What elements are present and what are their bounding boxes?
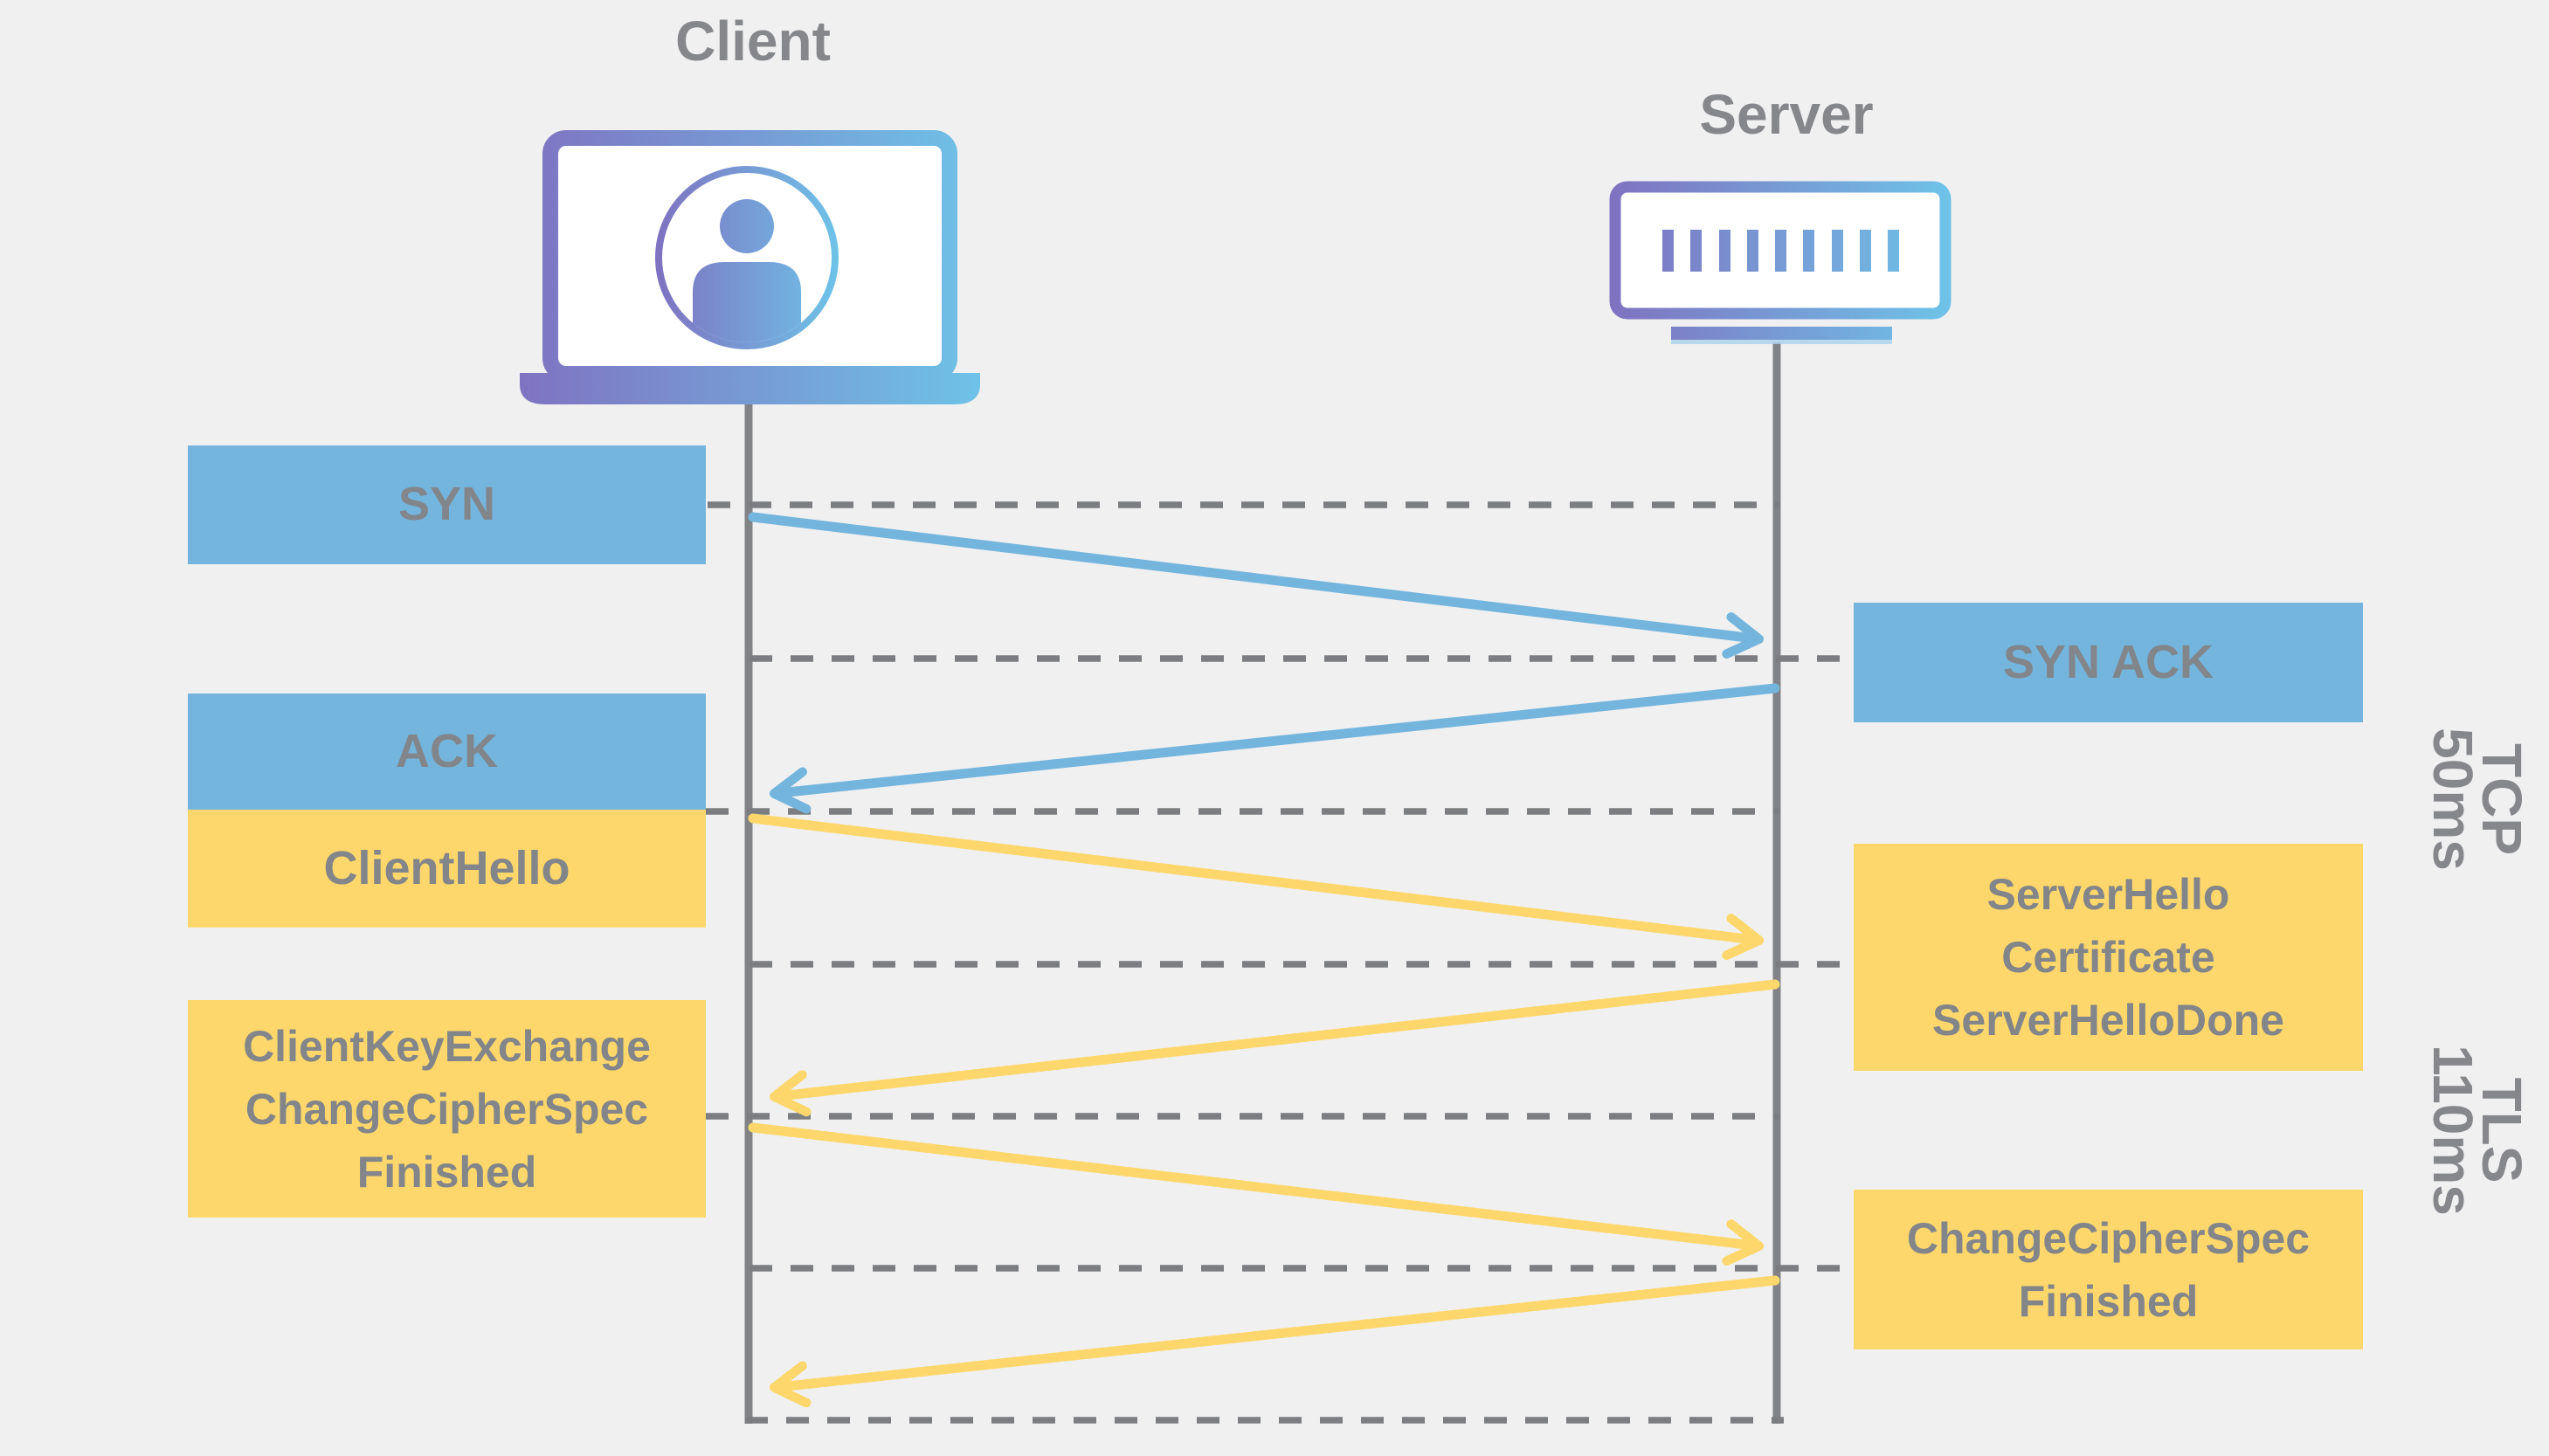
client-key-exchange-box: ClientKeyExchange ChangeCipherSpec Finis… — [188, 1000, 706, 1218]
syn-box-label: SYN — [397, 478, 496, 531]
server-base-shadow — [1671, 340, 1892, 344]
client-key-exchange-line-2: ChangeCipherSpec — [245, 1084, 649, 1134]
syn-ack-box-label: SYN ACK — [2002, 635, 2214, 688]
syn-arrow — [748, 512, 1765, 659]
server-hello-line-1: ServerHello — [1986, 870, 2230, 919]
syn-ack-arrow — [769, 683, 1780, 814]
server-base — [1671, 327, 1892, 340]
client-hello-arrow — [748, 813, 1765, 960]
timing-dashed-lines — [706, 501, 1851, 1424]
server-label: Server — [1699, 83, 1874, 146]
tls-phase-duration: 110ms — [2421, 1045, 2484, 1216]
avatar-circle-icon — [655, 166, 839, 349]
server-hello-box: ServerHello Certificate ServerHelloDone — [1854, 844, 2363, 1071]
tcp-phase-protocol: TCP — [2470, 743, 2533, 855]
laptop-base — [520, 373, 980, 404]
avatar-person-icon — [693, 199, 801, 342]
server-hello-line-2: Certificate — [2001, 933, 2215, 982]
client-key-exchange-line-1: ClientKeyExchange — [243, 1021, 651, 1071]
server-rack-icon — [1609, 181, 1951, 344]
change-cipher-spec-line-2: Finished — [2018, 1276, 2199, 1326]
laptop-user-icon — [520, 130, 980, 404]
server-slot-bars — [1662, 230, 1899, 272]
tls-phase-label: TLS 110ms — [2421, 1045, 2533, 1216]
tcp-phase-duration: 50ms — [2421, 728, 2484, 871]
tcp-phase-label: TCP 50ms — [2421, 728, 2533, 871]
server-hello-line-3: ServerHelloDone — [1932, 996, 2284, 1045]
change-cipher-spec-line-1: ChangeCipherSpec — [1906, 1213, 2311, 1263]
client-key-exchange-line-3: Finished — [356, 1147, 537, 1197]
client-label: Client — [675, 10, 831, 72]
change-cipher-spec-arrow — [769, 1275, 1780, 1408]
client-hello-box-label: ClientHello — [323, 841, 570, 894]
server-hello-arrow — [769, 979, 1780, 1117]
change-cipher-spec-box: ChangeCipherSpec Finished — [1854, 1190, 2363, 1349]
ack-box: ACK — [188, 693, 706, 810]
client-key-exchange-arrow — [748, 1122, 1765, 1266]
ack-box-label: ACK — [396, 724, 498, 777]
client-hello-box: ClientHello — [188, 810, 706, 928]
syn-ack-box: SYN ACK — [1854, 603, 2363, 722]
message-arrows — [748, 512, 1780, 1408]
syn-box: SYN — [188, 445, 706, 564]
tls-phase-protocol: TLS — [2470, 1077, 2533, 1183]
